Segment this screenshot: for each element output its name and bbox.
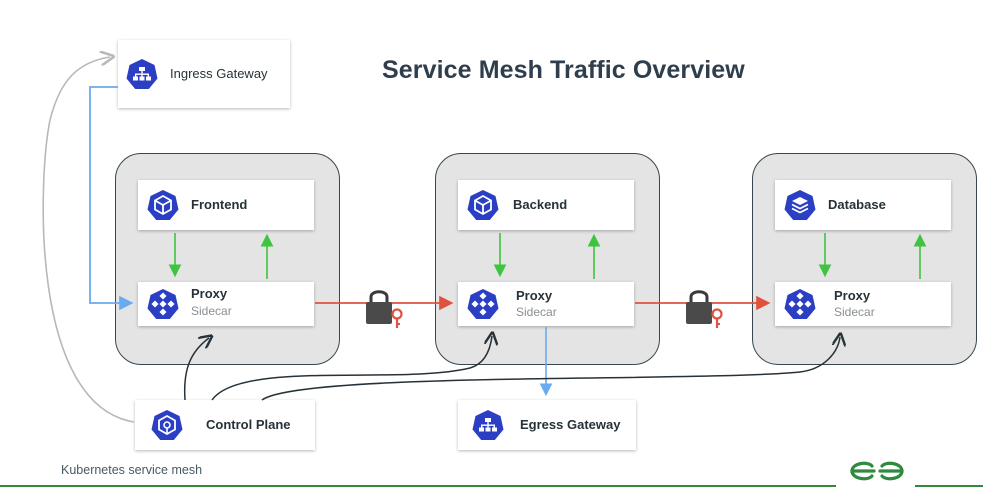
control-plane-to-ingress-arrow bbox=[42, 57, 135, 423]
footer-rule bbox=[915, 485, 983, 487]
database-icon bbox=[784, 190, 816, 220]
proxy-icon bbox=[147, 289, 179, 319]
frontend-label: Frontend bbox=[191, 197, 248, 212]
control-plane-to-frontend-proxy-arrow bbox=[183, 338, 209, 401]
frontend-proxy-node: Proxy Sidecar bbox=[138, 282, 314, 326]
egress-gateway-label: Egress Gateway bbox=[520, 417, 621, 432]
control-plane-to-database-proxy-arrow bbox=[261, 337, 840, 401]
proxy-label: Proxy bbox=[834, 288, 871, 303]
ingress-gateway-node: Ingress Gateway bbox=[118, 40, 290, 108]
database-node: Database bbox=[775, 180, 951, 230]
proxy-icon bbox=[467, 289, 499, 319]
cube-icon bbox=[147, 190, 179, 220]
sidecar-label: Sidecar bbox=[516, 305, 557, 319]
sidecar-label: Sidecar bbox=[834, 305, 875, 319]
control-plane-icon bbox=[151, 410, 183, 440]
frontend-node: Frontend bbox=[138, 180, 314, 230]
backend-proxy-node: Proxy Sidecar bbox=[458, 282, 634, 326]
proxy-label: Proxy bbox=[516, 288, 553, 303]
database-proxy-node: Proxy Sidecar bbox=[775, 282, 951, 326]
diagram-title: Service Mesh Traffic Overview bbox=[382, 56, 745, 84]
backend-node: Backend bbox=[458, 180, 634, 230]
control-plane-node: Control Plane bbox=[135, 400, 315, 450]
sidecar-label: Sidecar bbox=[191, 304, 232, 318]
ingress-to-frontend-proxy-arrow bbox=[89, 86, 134, 311]
footer-caption: Kubernetes service mesh bbox=[61, 463, 203, 477]
network-icon bbox=[472, 410, 504, 440]
proxy-icon bbox=[784, 289, 816, 319]
proxy-label: Proxy bbox=[191, 286, 228, 301]
cube-icon bbox=[467, 190, 499, 220]
lock-icon bbox=[686, 290, 723, 328]
database-label: Database bbox=[828, 197, 886, 212]
brand-logo bbox=[850, 461, 904, 481]
ingress-gateway-label: Ingress Gateway bbox=[170, 66, 268, 81]
lock-icon bbox=[366, 290, 403, 328]
control-plane-label: Control Plane bbox=[206, 417, 291, 432]
network-icon bbox=[126, 59, 158, 89]
backend-label: Backend bbox=[513, 197, 568, 212]
footer-rule bbox=[0, 485, 836, 487]
control-plane-to-backend-proxy-arrow bbox=[211, 336, 492, 401]
egress-gateway-node: Egress Gateway bbox=[458, 400, 636, 450]
